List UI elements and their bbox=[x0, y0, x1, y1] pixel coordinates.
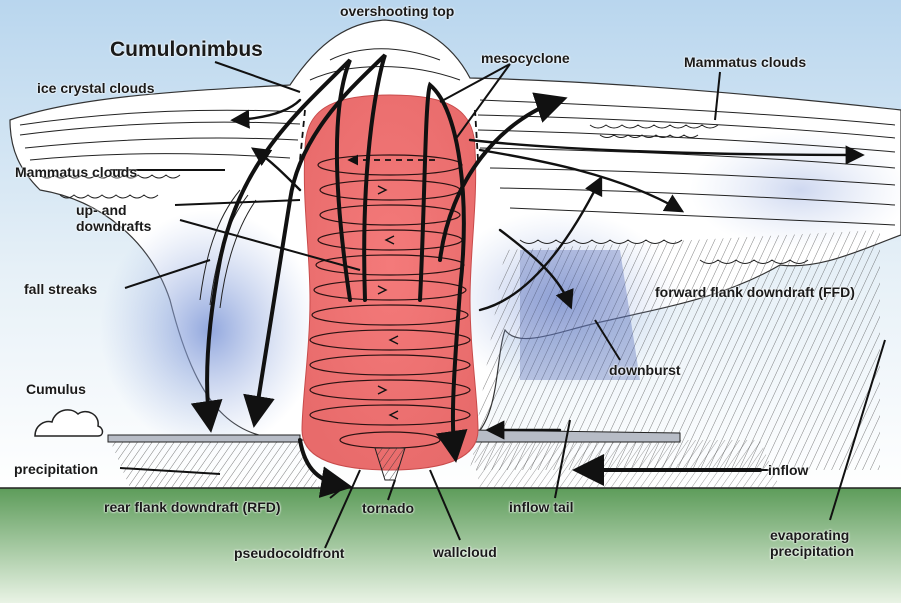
label-inflow-tail: inflow tail bbox=[509, 499, 574, 515]
label-mammatus-clouds-left: Mammatus clouds bbox=[15, 164, 137, 180]
label-precipitation: precipitation bbox=[14, 461, 98, 477]
label-ice-crystal-clouds: ice crystal clouds bbox=[37, 80, 155, 96]
label-evaporating-precipitation: evaporating precipitation bbox=[770, 527, 854, 559]
label-forward-flank-downdraft: forward flank downdraft (FFD) bbox=[655, 284, 855, 300]
label-cumulus: Cumulus bbox=[26, 381, 86, 397]
label-rear-flank-downdraft: rear flank downdraft (RFD) bbox=[104, 499, 281, 515]
label-up-and-downdrafts: up- and downdrafts bbox=[76, 202, 151, 234]
label-cumulonimbus: Cumulonimbus bbox=[110, 38, 263, 62]
label-mesocyclone: mesocyclone bbox=[481, 50, 570, 66]
label-tornado: tornado bbox=[362, 500, 414, 516]
label-fall-streaks: fall streaks bbox=[24, 281, 97, 297]
label-overshooting-top: overshooting top bbox=[340, 3, 454, 19]
label-pseudocoldfront: pseudocoldfront bbox=[234, 545, 344, 561]
label-wallcloud: wallcloud bbox=[433, 544, 497, 560]
label-mammatus-clouds-right: Mammatus clouds bbox=[684, 54, 806, 70]
label-inflow: inflow bbox=[768, 462, 808, 478]
label-downburst: downburst bbox=[609, 362, 681, 378]
